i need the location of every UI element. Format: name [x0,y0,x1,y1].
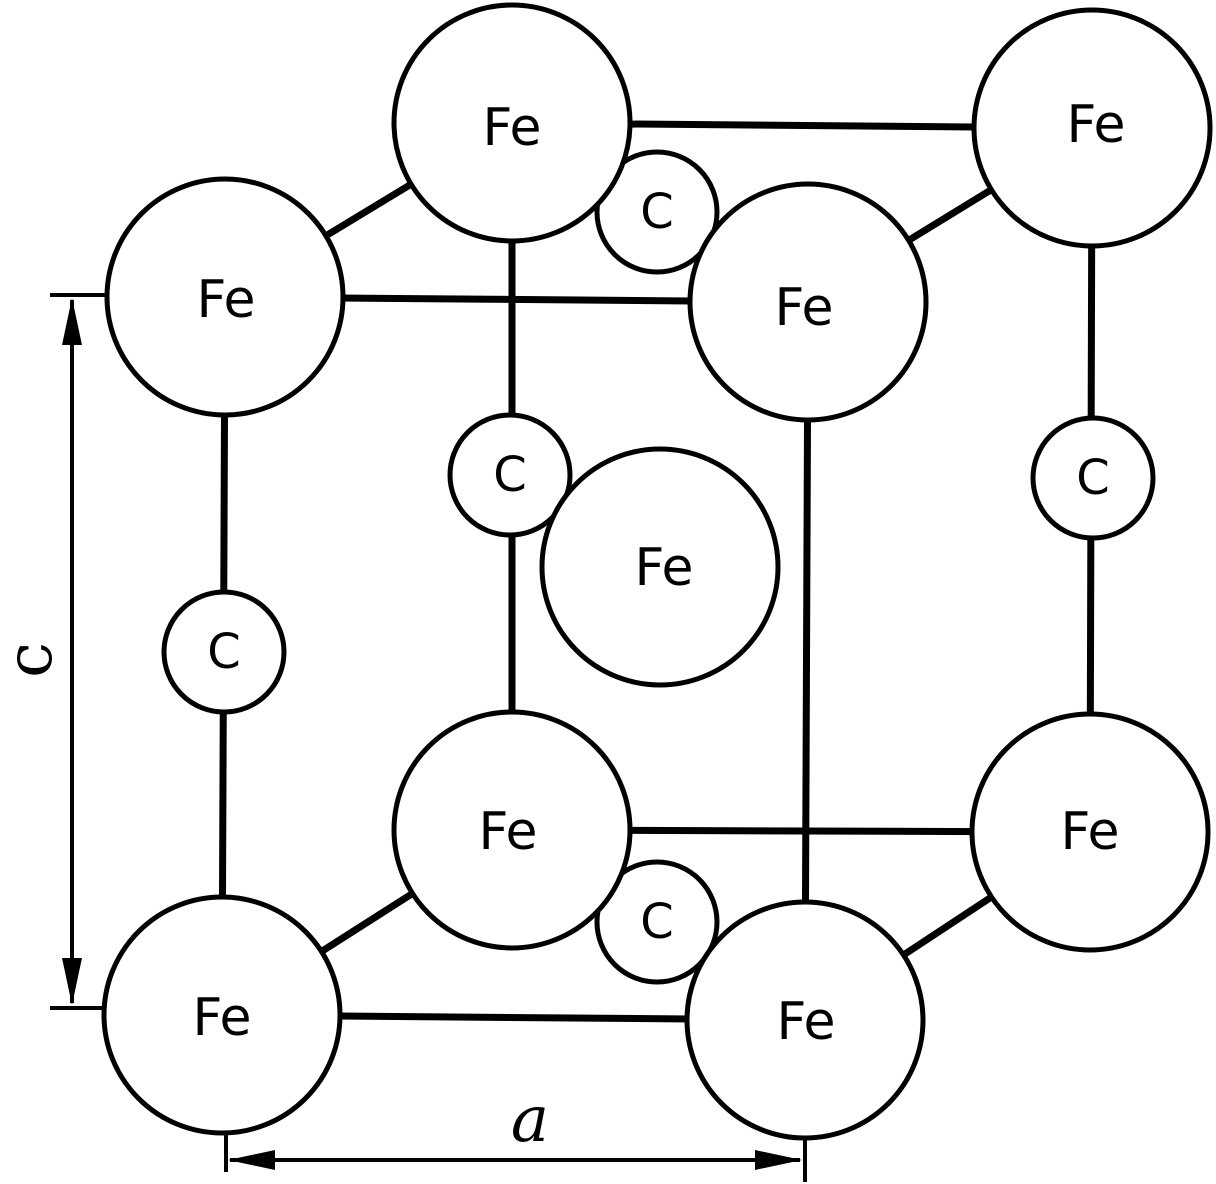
svg-text:Fe: Fe [196,270,255,330]
iron-atom: Fe [539,446,781,688]
carbon-atom: C [594,149,720,275]
svg-text:C: C [207,624,241,680]
svg-text:Fe: Fe [1066,95,1125,155]
dimension-label-a: a [511,1083,549,1157]
svg-text:Fe: Fe [776,992,835,1052]
svg-text:Fe: Fe [478,802,537,862]
iron-atom: Fe [391,709,633,951]
iron-atom: Fe [104,176,346,418]
svg-text:Fe: Fe [1060,802,1119,862]
iron-atoms: Fe Fe Fe Fe Fe Fe Fe Fe [101,2,1213,1141]
svg-text:Fe: Fe [192,988,251,1048]
iron-atom: Fe [391,2,633,244]
svg-text:C: C [493,447,527,503]
iron-atom: Fe [684,899,926,1141]
dimension-a: a [224,1083,807,1182]
svg-text:Fe: Fe [482,98,541,158]
iron-atom: Fe [687,181,929,423]
carbon-atom: C [447,412,573,538]
svg-text:Fe: Fe [774,278,833,338]
iron-atom: Fe [101,894,343,1136]
iron-atom: Fe [969,711,1211,953]
svg-text:C: C [640,894,674,950]
iron-atom: Fe [971,7,1213,249]
carbon-atoms: C C C C C [161,149,1156,985]
dimension-c: c [0,293,112,1010]
carbon-atom: C [161,589,287,715]
svg-text:Fe: Fe [634,538,693,598]
arrow-down-icon [62,958,82,1005]
arrow-left-icon [228,1150,275,1170]
svg-text:C: C [640,184,674,240]
arrow-right-icon [755,1150,802,1170]
arrow-up-icon [62,298,82,345]
carbon-atom: C [1030,415,1156,541]
dimension-label-c: c [0,642,67,678]
carbon-atom: C [594,859,720,985]
svg-text:C: C [1076,450,1110,506]
